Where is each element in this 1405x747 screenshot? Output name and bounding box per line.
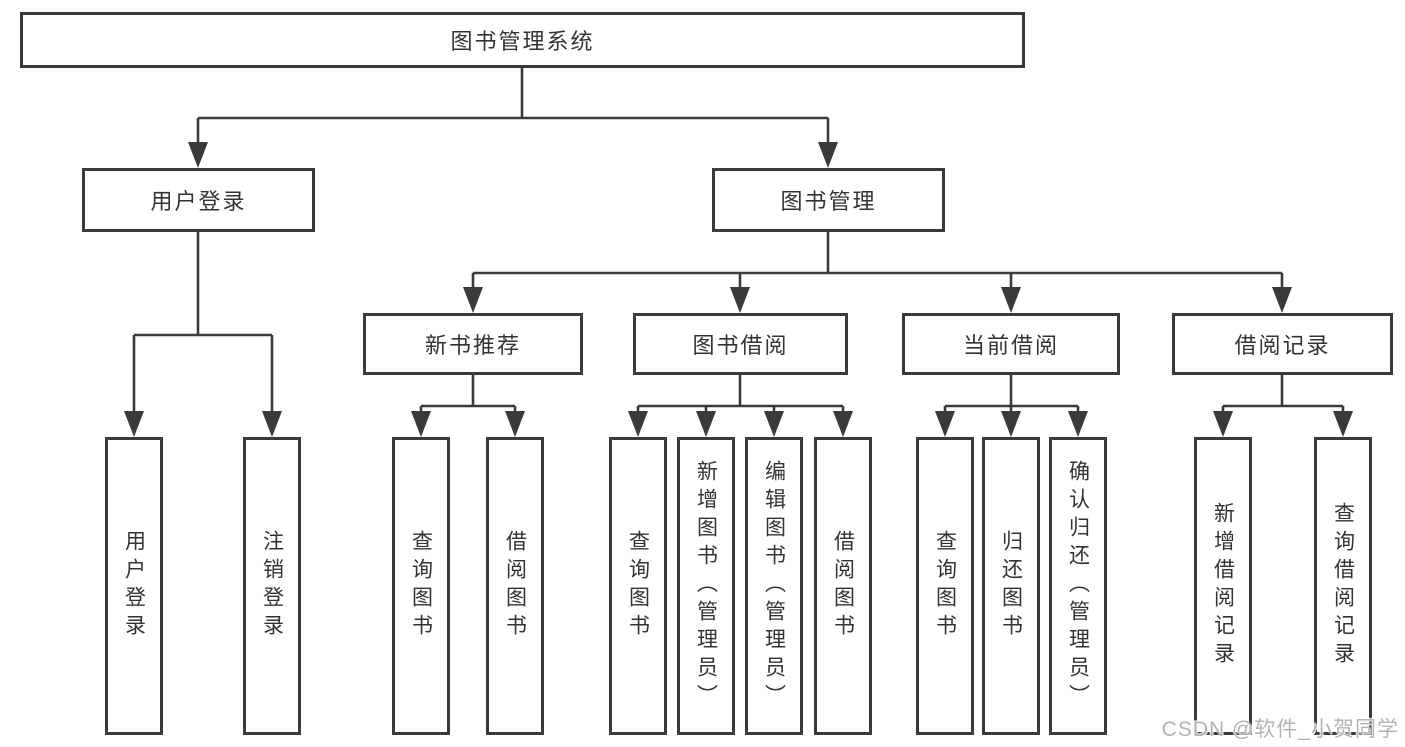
arrow-down-icon (696, 411, 716, 437)
leaf-records-query-record: 查询借阅记录 (1314, 437, 1372, 735)
arrow-down-icon (1272, 287, 1292, 313)
arrowheads (124, 142, 1353, 437)
leaf-currentborrow-confirm-return-admin: 确认归还（管理员） (1049, 437, 1107, 735)
leaf-currentborrow-query-books-label: 查询图书 (933, 530, 957, 642)
leaf-bookborrow-add-books-admin-label: 新增图书（管理员） (694, 460, 718, 712)
node-user-login: 用户登录 (82, 168, 315, 232)
arrow-down-icon (1001, 287, 1021, 313)
leaf-records-add-record-label: 新增借阅记录 (1211, 502, 1235, 670)
arrow-down-icon (1333, 411, 1353, 437)
leaf-logout-login-label: 注销登录 (260, 530, 284, 642)
leaf-currentborrow-query-books: 查询图书 (916, 437, 974, 735)
node-current-borrow: 当前借阅 (902, 313, 1120, 375)
arrow-down-icon (262, 411, 282, 437)
leaf-bookborrow-borrow-books-label: 借阅图书 (831, 530, 855, 642)
node-book-borrow: 图书借阅 (633, 313, 848, 375)
leaf-bookborrow-query-books-label: 查询图书 (626, 530, 650, 642)
connector-newbooks-to-leaves (419, 375, 517, 418)
leaf-newbooks-borrow-books-label: 借阅图书 (503, 530, 527, 642)
leaf-user-login: 用户登录 (105, 437, 163, 735)
node-borrow-records-label: 借阅记录 (1234, 333, 1331, 358)
arrow-down-icon (935, 411, 955, 437)
connector-userlogin-to-leaves (132, 232, 274, 415)
leaf-logout-login: 注销登录 (243, 437, 301, 735)
arrow-down-icon (463, 287, 483, 313)
leaf-currentborrow-return-books-label: 归还图书 (999, 530, 1023, 642)
arrow-down-icon (628, 411, 648, 437)
arrow-down-icon (833, 411, 853, 437)
arrow-down-icon (764, 411, 784, 437)
arrow-down-icon (188, 142, 208, 168)
node-root-label: 图书管理系统 (450, 29, 595, 54)
arrow-down-icon (1068, 411, 1088, 437)
leaf-currentborrow-confirm-return-admin-label: 确认归还（管理员） (1066, 460, 1090, 712)
leaf-newbooks-query-books: 查询图书 (392, 437, 450, 735)
node-new-book-recommend-label: 新书推荐 (424, 333, 521, 358)
connector-bookmgmt-to-level3 (471, 232, 1284, 291)
arrow-down-icon (818, 142, 838, 168)
node-current-borrow-label: 当前借阅 (962, 333, 1059, 358)
node-user-login-label: 用户登录 (150, 189, 247, 214)
arrow-down-icon (411, 411, 431, 437)
leaf-bookborrow-borrow-books: 借阅图书 (814, 437, 872, 735)
node-book-management-label: 图书管理 (780, 189, 877, 214)
node-root: 图书管理系统 (20, 12, 1025, 68)
arrow-down-icon (124, 411, 144, 437)
node-book-borrow-label: 图书借阅 (692, 333, 789, 358)
leaf-bookborrow-edit-books-admin: 编辑图书（管理员） (745, 437, 803, 735)
node-new-book-recommend: 新书推荐 (363, 313, 583, 375)
leaf-bookborrow-query-books: 查询图书 (609, 437, 667, 735)
arrow-down-icon (505, 411, 525, 437)
leaf-bookborrow-add-books-admin: 新增图书（管理员） (677, 437, 735, 735)
csdn-watermark: CSDN @软件_小贺同学 (1161, 718, 1399, 741)
leaf-currentborrow-return-books: 归还图书 (982, 437, 1040, 735)
node-borrow-records: 借阅记录 (1172, 313, 1393, 375)
leaf-user-login-label: 用户登录 (122, 530, 146, 642)
node-book-management: 图书管理 (712, 168, 945, 232)
leaf-bookborrow-edit-books-admin-label: 编辑图书（管理员） (762, 460, 786, 712)
connector-bookborrow-to-leaves (636, 375, 845, 418)
arrow-down-icon (1213, 411, 1233, 437)
arrow-down-icon (730, 287, 750, 313)
leaf-newbooks-query-books-label: 查询图书 (409, 530, 433, 642)
arrow-down-icon (1001, 411, 1021, 437)
connector-root-to-level2 (196, 66, 830, 146)
leaf-records-query-record-label: 查询借阅记录 (1331, 502, 1355, 670)
leaf-records-add-record: 新增借阅记录 (1194, 437, 1252, 735)
connector-borrowrecords-to-leaves (1221, 375, 1345, 418)
leaf-newbooks-borrow-books: 借阅图书 (486, 437, 544, 735)
